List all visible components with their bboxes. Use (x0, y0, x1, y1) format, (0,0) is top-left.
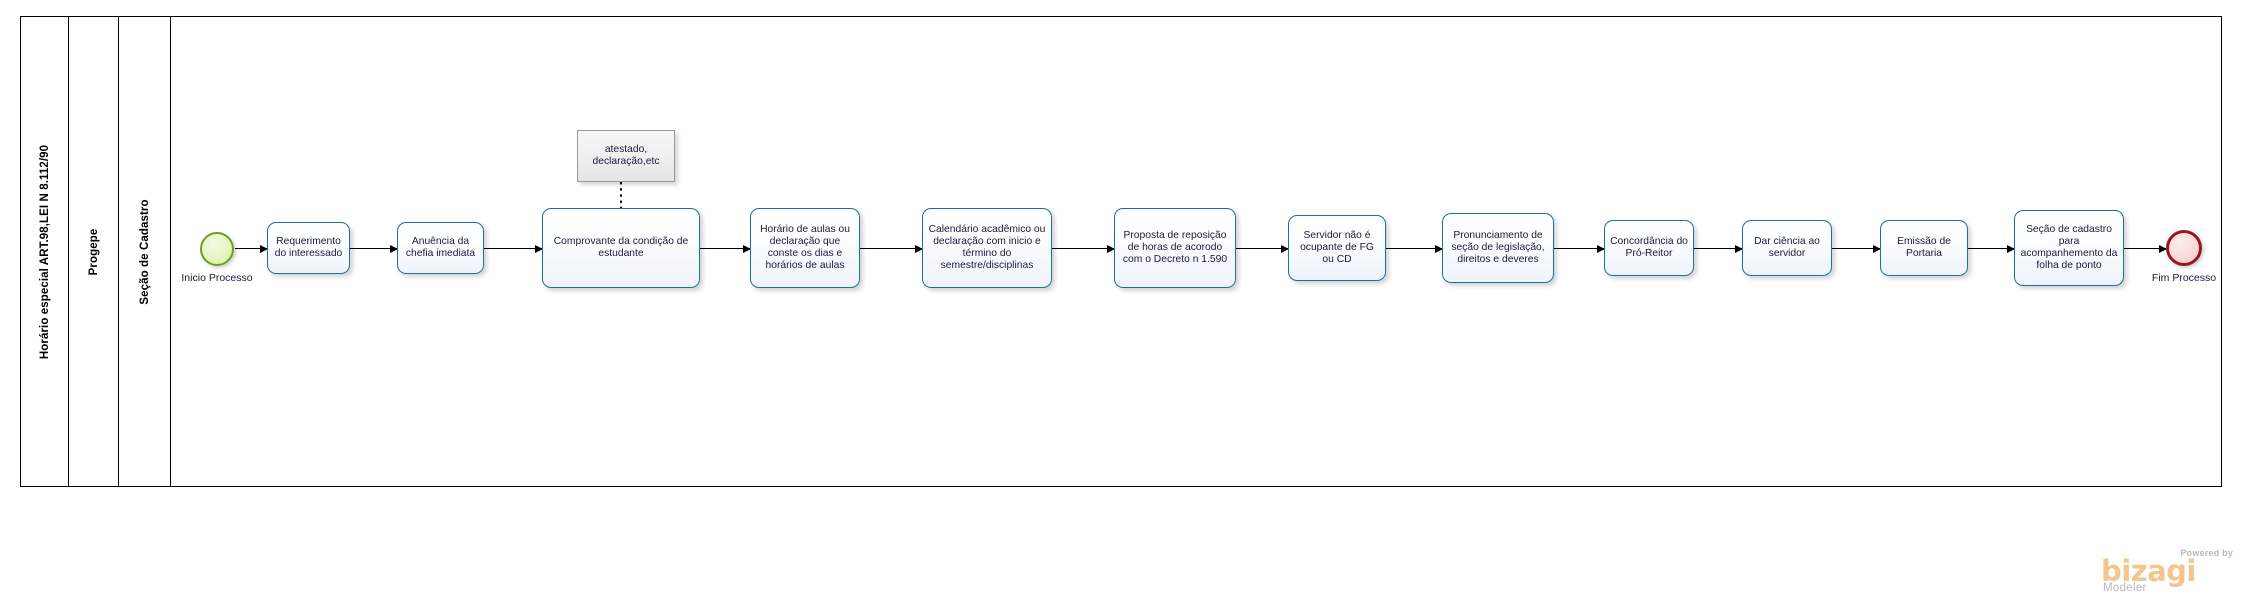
sequence-flow-t5-t6 (1052, 248, 1114, 250)
lane-header-progepe: Progepe (69, 17, 119, 486)
task-horario-de-aulas[interactable]: Horário de aulas ou declaração que const… (750, 208, 860, 288)
start-event-label: Inicio Processo (181, 272, 253, 284)
sequence-flow-t1-t2 (350, 248, 397, 250)
sequence-flow-t4-t5 (860, 248, 922, 250)
sequence-flow-t12-end (2124, 248, 2166, 250)
task-label: Calendário acadêmico ou declaração com i… (928, 223, 1046, 272)
task-pronunciamento-de-secao-de-legislacao[interactable]: Pronunciamento de seção de legislação, d… (1442, 213, 1554, 283)
sequence-flow-t11-t12 (1968, 248, 2014, 250)
lane-label-secao-de-cadastro: Seção de Cadastro (138, 198, 151, 305)
lane-header-secao-de-cadastro: Seção de Cadastro (119, 17, 171, 486)
task-calendario-academico[interactable]: Calendário acadêmico ou declaração com i… (922, 208, 1052, 288)
task-servidor-nao-e-ocupante[interactable]: Servidor não é ocupante de FG ou CD (1288, 215, 1386, 281)
process-pool: Horário especial ART.98,LEI N 8.112/90 P… (20, 16, 2222, 487)
task-label: Proposta de reposição de horas de acorod… (1122, 229, 1228, 266)
task-label: Emissão de Portaria (1897, 235, 1951, 259)
task-label: Pronunciamento de seção de legislação, d… (1451, 229, 1545, 266)
sequence-flow-t10-t11 (1832, 248, 1880, 250)
bizagi-logo: Powered by bizagi Modeler (2075, 548, 2235, 596)
task-label: Anuência da chefia imediata (405, 235, 476, 259)
end-event[interactable] (2166, 230, 2202, 266)
sequence-flow-t3-t4 (700, 248, 750, 250)
bizagi-product-label: Modeler (2103, 582, 2147, 594)
lane-label-progepe: Progepe (87, 228, 100, 275)
association-annotation-to-task (620, 182, 622, 208)
sequence-flow-t7-t8 (1386, 248, 1442, 250)
task-label: Dar ciência ao servidor (1754, 235, 1820, 259)
task-emissao-de-portaria[interactable]: Emissão de Portaria (1880, 220, 1968, 276)
task-label: Seção de cadastro para acompanhemento da… (2020, 223, 2118, 272)
task-secao-de-cadastro-folha-de-ponto[interactable]: Seção de cadastro para acompanhemento da… (2014, 210, 2124, 286)
task-label: Servidor não é ocupante de FG ou CD (1300, 229, 1374, 266)
task-label: Horário de aulas ou declaração que const… (760, 223, 850, 272)
start-event[interactable] (200, 232, 234, 266)
bizagi-wordmark: bizagi (2101, 554, 2196, 588)
sequence-flow-t8-t9 (1554, 248, 1604, 250)
task-label: Comprovante da condição de estudante (553, 235, 689, 259)
pool-title-label: Horário especial ART.98,LEI N 8.112/90 (38, 144, 51, 359)
sequence-flow-t2-t3 (484, 248, 542, 250)
task-label: Concordância do Pró-Reitor (1610, 235, 1688, 259)
task-comprovante-da-condicao-de-estudante[interactable]: Comprovante da condição de estudante (542, 208, 700, 288)
task-concordancia-do-pro-reitor[interactable]: Concordância do Pró-Reitor (1604, 220, 1694, 276)
task-requerimento-do-interessado[interactable]: Requerimento do interessado (267, 222, 350, 274)
task-dar-ciencia-ao-servidor[interactable]: Dar ciência ao servidor (1742, 220, 1832, 276)
sequence-flow-start-t1 (235, 248, 267, 250)
task-anuencia-da-chefia-imediata[interactable]: Anuência da chefia imediata (397, 222, 484, 274)
end-event-label: Fim Processo (2151, 272, 2217, 284)
sequence-flow-t6-t7 (1236, 248, 1288, 250)
pool-title-column: Horário especial ART.98,LEI N 8.112/90 (21, 17, 69, 486)
text-annotation-atestado: atestado, declaração,etc (577, 130, 675, 182)
powered-by-label: Powered by (2180, 548, 2233, 558)
task-label: Requerimento do interessado (274, 235, 343, 259)
task-proposta-de-reposicao-de-horas[interactable]: Proposta de reposição de horas de acorod… (1114, 208, 1236, 288)
text-annotation-label: atestado, declaração,etc (592, 143, 660, 167)
sequence-flow-t9-t10 (1694, 248, 1742, 250)
